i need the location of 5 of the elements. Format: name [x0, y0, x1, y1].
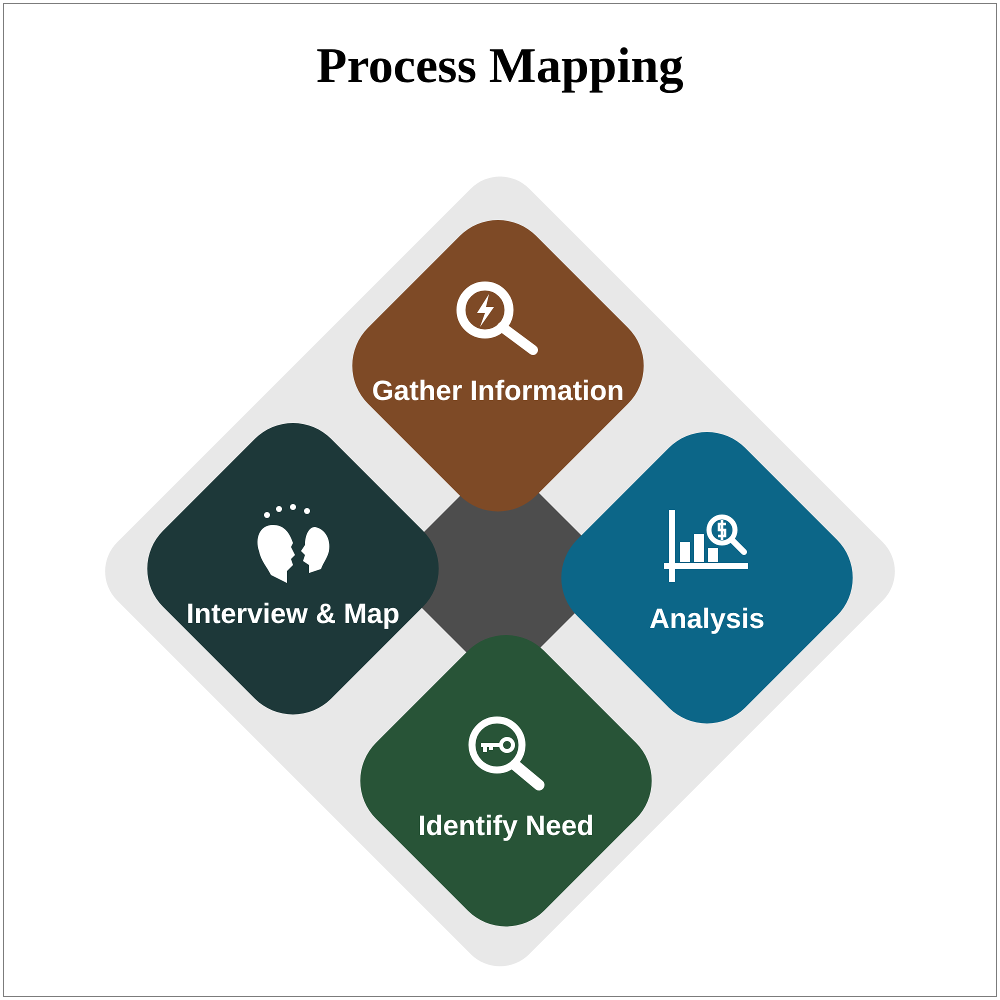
- card-label: Analysis: [649, 602, 765, 636]
- card-label: Gather Information: [372, 374, 624, 408]
- card-label: Interview & Map: [186, 597, 400, 631]
- card-label: Identify Need: [418, 809, 594, 843]
- title: Process Mapping: [316, 36, 684, 95]
